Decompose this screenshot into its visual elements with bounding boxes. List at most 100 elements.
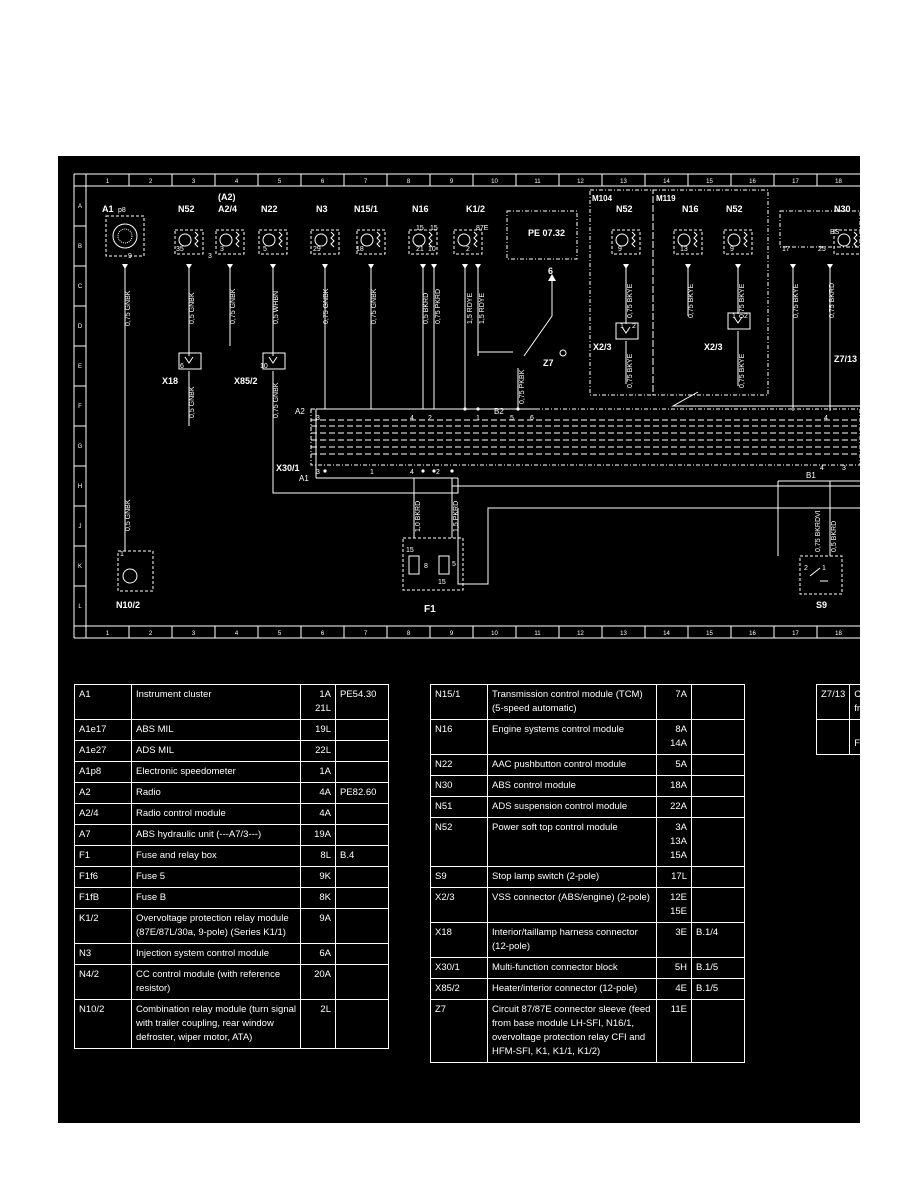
grid-column-label: 8 xyxy=(407,179,411,185)
grid-row-label: E xyxy=(78,364,82,370)
legend-code: X30/1 xyxy=(430,957,488,979)
pin-number: BS xyxy=(830,229,840,236)
legend-ref xyxy=(335,824,389,846)
grid-column-label: 9 xyxy=(450,179,454,185)
legend-desc: Fu xyxy=(849,719,860,755)
legend-desc: Heater/interior connector (12-pole) xyxy=(487,978,657,1000)
component-label: N15/1 xyxy=(354,204,378,214)
wire-label: 0,75 BKYE xyxy=(627,353,634,388)
pin-number: 15 xyxy=(438,579,446,586)
legend-desc: VSS connector (ABS/engine) (2-pole) xyxy=(487,887,657,923)
legend-code xyxy=(815,719,851,755)
legend-code: S9 xyxy=(430,866,488,888)
grid-column-label: 12 xyxy=(577,631,584,637)
legend-code: A1 xyxy=(74,684,132,720)
legend-desc: ABS control module xyxy=(487,775,657,797)
pin-number: 13 xyxy=(680,246,688,253)
grid-row-label: F xyxy=(78,404,82,410)
component-label: N16 xyxy=(412,204,429,214)
grid-column-label: 18 xyxy=(835,631,842,637)
component-sublabel: p8 xyxy=(118,207,126,214)
legend-code: A1p8 xyxy=(74,761,132,783)
legend-ref: B.4 xyxy=(335,845,389,867)
legend-desc: Transmission control module (TCM) (5-spe… xyxy=(487,684,657,720)
component-label: X85/2 xyxy=(234,376,258,386)
legend-loc: 17L xyxy=(656,866,692,888)
legend-loc: 5A xyxy=(656,754,692,776)
legend-ref xyxy=(691,775,745,797)
grid-row-label: A xyxy=(78,204,82,210)
grid-column-label: 1 xyxy=(106,179,110,185)
cross-reference: 6 xyxy=(548,266,553,276)
legend-loc: 12E 15E xyxy=(656,887,692,923)
legend-ref: B.1/4 xyxy=(691,922,745,958)
component-label: N10/2 xyxy=(116,600,140,610)
legend-desc: ADS suspension control module xyxy=(487,796,657,818)
pin-number: 9 xyxy=(730,246,734,253)
component-label: M119 xyxy=(656,194,676,203)
legend-loc: 4A xyxy=(300,782,336,804)
legend-code: N3 xyxy=(74,943,132,965)
wire-label: 0,75 BKRD xyxy=(829,283,836,318)
wire-label: 0,5 GNBK xyxy=(189,386,196,418)
wire-label: 0,75 BKYE xyxy=(688,283,695,318)
pin-number: 5 xyxy=(510,415,514,422)
legend-desc: Interior/taillamp harness connector (12-… xyxy=(487,922,657,958)
legend-ref xyxy=(335,943,389,965)
grid-row-label: J xyxy=(79,524,82,530)
cross-reference: PE 07.32 xyxy=(528,228,565,238)
legend-code: N16 xyxy=(430,719,488,755)
pin-number: 4 xyxy=(824,415,828,422)
wire-label: 0,75 GNBK xyxy=(323,288,330,324)
wiring-lines xyxy=(73,173,860,639)
legend-code: Z7 xyxy=(430,999,488,1063)
legend-code: X85/2 xyxy=(430,978,488,1000)
legend-code: F1 xyxy=(74,845,132,867)
legend-code: F1f6 xyxy=(74,866,132,888)
legend-ref xyxy=(691,887,745,923)
grid-column-label: 2 xyxy=(149,179,153,185)
pin-number: 2 xyxy=(428,415,432,422)
legend-loc: 19L xyxy=(300,719,336,741)
pin-number: 4 xyxy=(820,465,824,472)
pin-number: 3 xyxy=(220,246,224,253)
legend-code: K1/2 xyxy=(74,908,132,944)
pin-number: 10 xyxy=(260,363,268,370)
pin-number: 5 xyxy=(452,561,456,568)
legend-desc: ABS hydraulic unit (---A7/3---) xyxy=(131,824,301,846)
legend-table-right: Z7/13Ci frc Fu xyxy=(815,684,860,755)
legend-ref xyxy=(691,796,745,818)
legend-code: A1e27 xyxy=(74,740,132,762)
wire-label: 0,75 BKYE xyxy=(739,283,746,318)
wire-label: 0,75 GNBK xyxy=(273,382,280,418)
connector-label: A1 xyxy=(299,474,309,483)
legend-ref: B.1/5 xyxy=(691,957,745,979)
grid-row-label: K xyxy=(78,564,82,570)
wire-label: 0,75 PKRD xyxy=(435,289,442,324)
legend-loc: 22L xyxy=(300,740,336,762)
legend-desc: Radio control module xyxy=(131,803,301,825)
pin-number: 3 xyxy=(208,253,212,260)
wire-label: 1,0 BKRD xyxy=(415,501,422,532)
legend-code: N15/1 xyxy=(430,684,488,720)
grid-column-label: 13 xyxy=(620,631,627,637)
component-label: S9 xyxy=(816,600,827,610)
grid-column-label: 17 xyxy=(792,631,799,637)
grid-column-label: 16 xyxy=(749,631,756,637)
wire-label: 0,75 BKRDVI xyxy=(815,510,822,552)
wire-label: 0,75 GNBK xyxy=(230,288,237,324)
legend-ref xyxy=(691,866,745,888)
legend-code: X2/3 xyxy=(430,887,488,923)
pin-number: 2 xyxy=(804,565,808,572)
legend-loc: 11E xyxy=(656,999,692,1063)
legend-desc: Stop lamp switch (2-pole) xyxy=(487,866,657,888)
